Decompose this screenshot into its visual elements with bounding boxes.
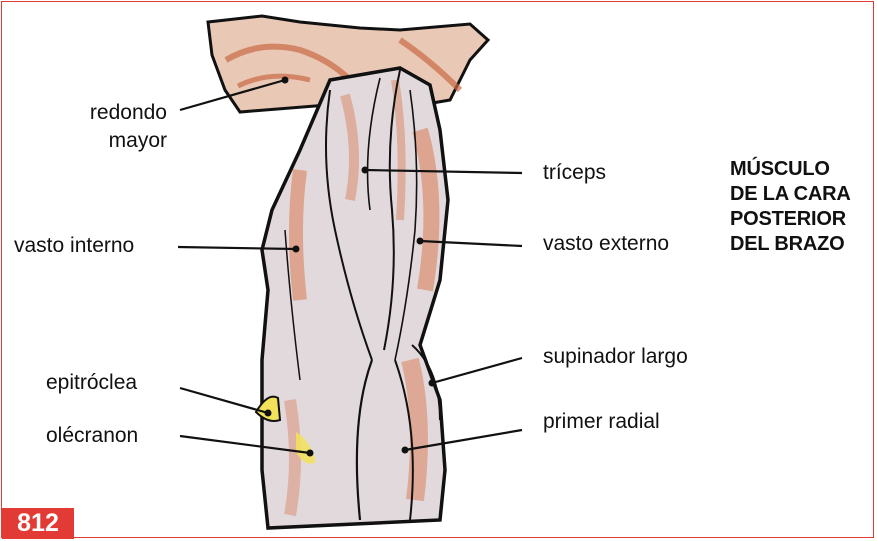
epitroclea-bone: [256, 397, 280, 421]
title-line-4: DEL BRAZO: [730, 232, 875, 257]
label-olecranon: olécranon: [46, 424, 138, 448]
title-line-1: MÚSCULO: [730, 157, 875, 182]
label-redondo-mayor: redondo mayor: [40, 101, 167, 153]
title-line-2: DE LA CARA: [730, 182, 875, 207]
diagram-title: MÚSCULO DE LA CARA POSTERIOR DEL BRAZO: [730, 157, 875, 257]
label-vasto-externo: vasto externo: [543, 232, 669, 256]
label-mayor: mayor: [40, 129, 167, 153]
label-epitroclea: epitróclea: [46, 371, 137, 395]
title-line-3: POSTERIOR: [730, 207, 875, 232]
label-redondo: redondo: [40, 101, 167, 125]
label-vasto-interno: vasto interno: [14, 234, 134, 258]
label-primer-radial: primer radial: [543, 410, 660, 434]
label-triceps: tríceps: [543, 161, 606, 185]
page-number: 812: [2, 508, 74, 539]
label-supinador-largo: supinador largo: [543, 345, 688, 369]
